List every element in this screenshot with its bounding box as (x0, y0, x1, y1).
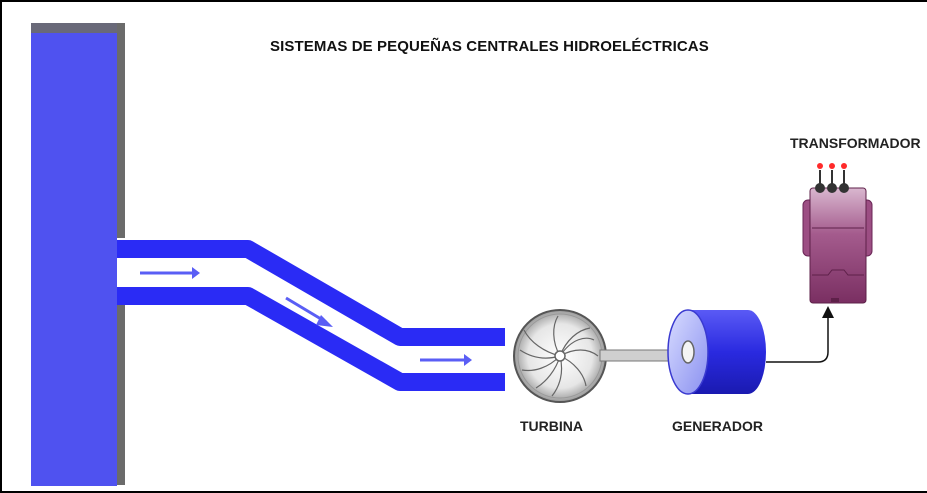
transformer-label: TRANSFORMADOR (790, 135, 921, 151)
indicator-lights (817, 163, 847, 169)
flow-arrow-icon (420, 354, 472, 366)
diagram-title: SISTEMAS DE PEQUEÑAS CENTRALES HIDROELÉC… (270, 38, 709, 55)
transformer-icon (802, 163, 873, 304)
pipe-lower-wall (117, 287, 505, 391)
turbine-label: TURBINA (520, 418, 583, 434)
flow-arrow-icon (285, 296, 333, 327)
pipe-upper-wall (117, 240, 505, 346)
generator-label: GENERADOR (672, 418, 764, 434)
generator-icon (667, 309, 766, 395)
dam-wall-bottom (117, 305, 125, 485)
flow-arrow-icon (140, 267, 200, 279)
penstock-pipe (117, 240, 505, 391)
flow-arrows (140, 267, 472, 366)
water-reservoir (31, 23, 117, 486)
power-cable (766, 306, 834, 363)
dam-crest (31, 23, 125, 33)
dam-wall-top (117, 23, 125, 238)
turbine-icon (513, 309, 607, 403)
reservoir (31, 23, 125, 486)
